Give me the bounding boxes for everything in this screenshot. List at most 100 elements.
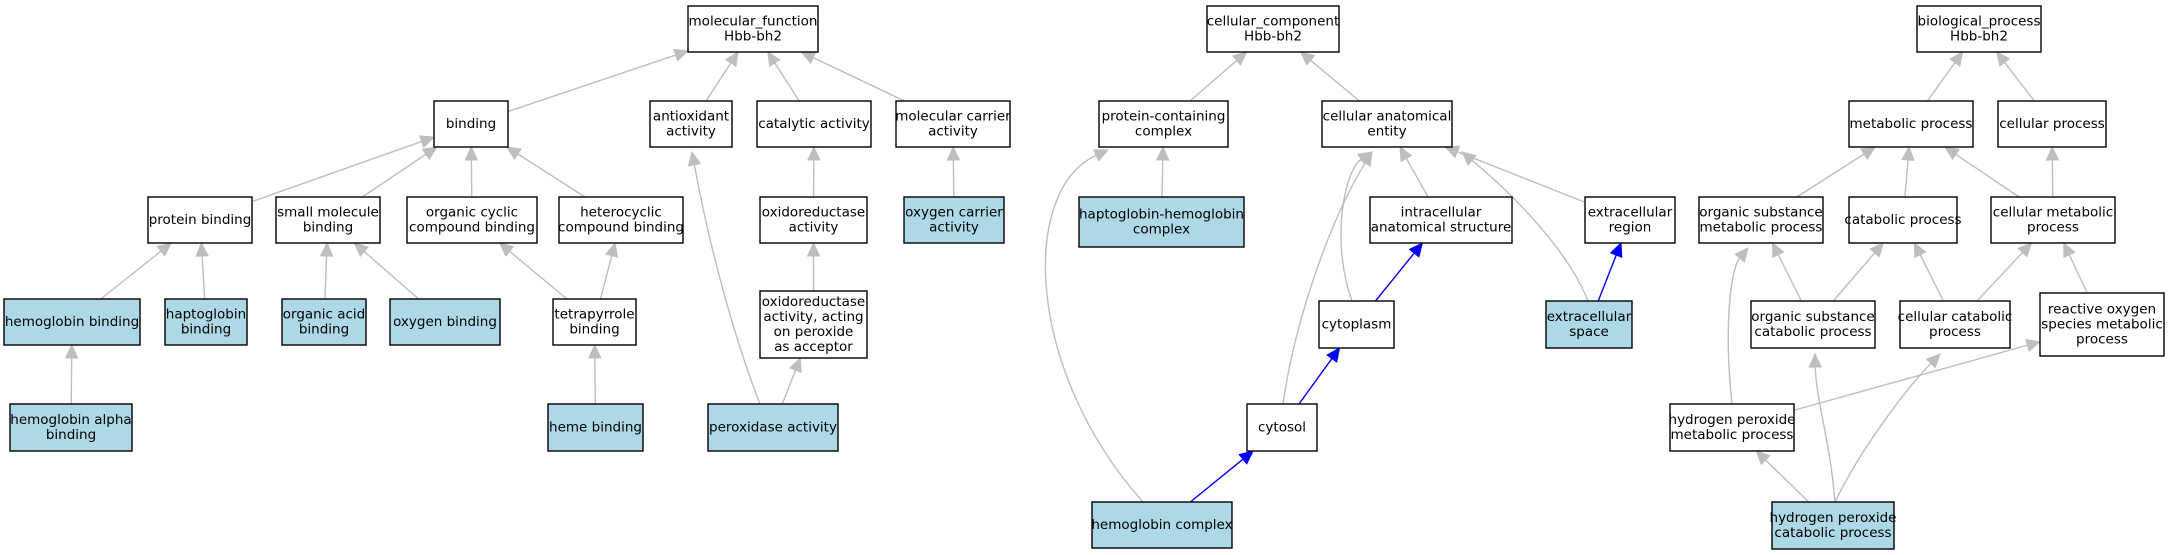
node-box bbox=[558, 196, 684, 244]
node-label-line: catabolic process bbox=[1844, 212, 1961, 228]
node-box bbox=[903, 196, 1005, 244]
edge-cytoplasm-to-cellanat bbox=[1340, 151, 1373, 302]
node-label-line: binding bbox=[181, 322, 231, 338]
go-term-node-o2bind[interactable]: oxygen binding bbox=[389, 298, 501, 346]
node-box bbox=[281, 298, 367, 346]
edge-arrowhead bbox=[498, 242, 515, 257]
edge-arrowhead bbox=[789, 356, 802, 374]
edge-extspace-to-extreg bbox=[1597, 241, 1623, 302]
edge-arrowhead bbox=[724, 51, 739, 68]
node-box bbox=[552, 298, 637, 346]
edge-tetrapyr-to-orgcyc bbox=[498, 242, 568, 300]
edge-line bbox=[1471, 159, 1589, 302]
go-term-node-cellproc[interactable]: cellular process bbox=[1997, 100, 2107, 148]
edge-line bbox=[1340, 158, 1362, 302]
go-term-node-hbcomplex[interactable]: hemoglobin complex bbox=[1091, 501, 1233, 549]
go-term-node-catab[interactable]: catabolic process bbox=[1844, 196, 1962, 244]
node-box bbox=[389, 298, 501, 346]
edge-antiox-to-mf bbox=[705, 51, 739, 102]
edge-peroxidase-to-antiox bbox=[687, 150, 761, 405]
go-term-node-protbind[interactable]: protein binding bbox=[147, 196, 253, 244]
edge-arrowhead bbox=[1925, 353, 1941, 369]
node-box bbox=[1321, 100, 1453, 148]
edge-line bbox=[812, 56, 905, 102]
edge-line bbox=[1597, 254, 1617, 302]
node-label-line: organic substance bbox=[1751, 309, 1874, 325]
node-box bbox=[756, 100, 872, 148]
edge-line bbox=[1374, 252, 1415, 302]
node-box bbox=[895, 100, 1011, 148]
edge-arrowhead bbox=[806, 241, 821, 257]
edge-hbalpha-to-hbbind bbox=[64, 343, 79, 405]
edge-line bbox=[1976, 252, 2024, 302]
edge-arrowhead bbox=[464, 145, 479, 161]
node-box bbox=[1916, 5, 2042, 53]
go-term-node-peroxidase[interactable]: peroxidase activity bbox=[707, 403, 839, 452]
edge-arrowhead bbox=[1944, 146, 1961, 161]
edge-line bbox=[1796, 153, 1865, 198]
go-term-node-catalytic[interactable]: catalytic activity bbox=[756, 100, 872, 148]
edge-arrowhead bbox=[1755, 450, 1771, 466]
edge-intracell-to-cellanat bbox=[1399, 145, 1429, 198]
edge-cellanat-to-cc bbox=[1299, 51, 1360, 102]
edge-hetcyc-to-binding bbox=[505, 146, 586, 198]
node-box bbox=[1997, 100, 2107, 148]
node-box bbox=[547, 403, 644, 452]
go-term-node-metab[interactable]: metabolic process bbox=[1848, 100, 1974, 148]
edge-arrowhead bbox=[319, 241, 334, 257]
go-term-node-hemebind[interactable]: heme binding bbox=[547, 403, 644, 452]
go-term-node-hbbind[interactable]: hemoglobin binding bbox=[3, 298, 141, 346]
edge-arrowhead bbox=[946, 145, 961, 161]
node-label-line: binding bbox=[569, 322, 619, 338]
go-term-node-binding[interactable]: binding bbox=[433, 100, 509, 148]
edge-arrowhead bbox=[1995, 51, 2011, 67]
edge-hemebind-to-tetrapyr bbox=[588, 343, 602, 405]
edge-line bbox=[324, 255, 328, 300]
edge-line bbox=[517, 153, 586, 198]
edge-cellmet-to-metab bbox=[1944, 146, 2020, 198]
node-box bbox=[1206, 5, 1340, 53]
node-label-line: reactive oxygen bbox=[2048, 302, 2156, 318]
edge-line bbox=[1457, 151, 1586, 203]
node-label-line: Hbb-bh2 bbox=[1950, 29, 2008, 45]
edge-h2o2met-to-ros bbox=[1793, 338, 2042, 411]
edge-h2o2cat-to-h2o2met bbox=[1755, 450, 1810, 503]
node-label-line: hemoglobin alpha bbox=[10, 412, 131, 428]
edge-line bbox=[774, 62, 800, 102]
edge-aabind-to-smallmol bbox=[319, 241, 334, 300]
go-term-node-cytosol[interactable]: cytosol bbox=[1246, 403, 1318, 452]
edge-line bbox=[251, 140, 422, 203]
node-label-line: space bbox=[1569, 324, 1609, 340]
go-term-node-cytoplasm[interactable]: cytoplasm bbox=[1318, 300, 1395, 349]
edge-h2o2cat-to-cellcat bbox=[1834, 353, 1941, 503]
node-label-line: activity bbox=[928, 124, 978, 140]
